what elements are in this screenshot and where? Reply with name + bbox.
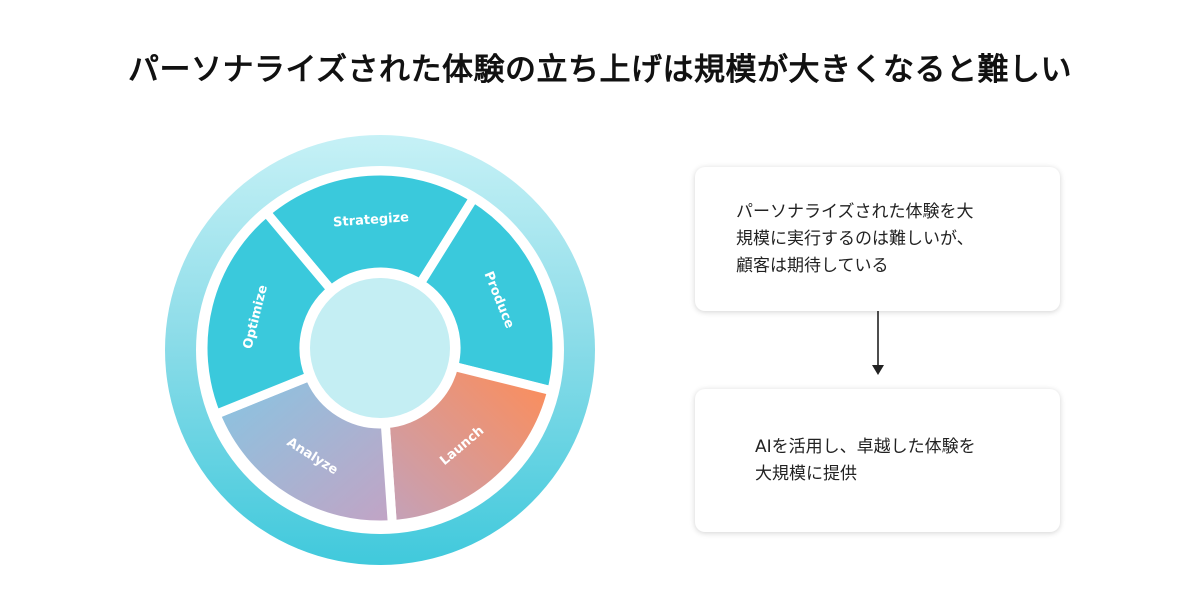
challenge-text: パーソナライズされた体験を大 規模に実行するのは難しいが、 顧客は期待している [736, 201, 974, 276]
challenge-box: パーソナライズされた体験を大 規模に実行するのは難しいが、 顧客は期待している [695, 167, 1060, 311]
segment-label-strategize: Strategize [333, 210, 410, 230]
solution-box: AIを活用し、卓越した体験を 大規模に提供 [695, 389, 1060, 532]
page-title: パーソナライズされた体験の立ち上げは規模が大きくなると難しい [127, 52, 1073, 88]
arrow-down-icon [872, 311, 884, 375]
solution-text: AIを活用し、卓越した体験を 大規模に提供 [755, 436, 976, 484]
cycle-center-fill [310, 278, 450, 418]
